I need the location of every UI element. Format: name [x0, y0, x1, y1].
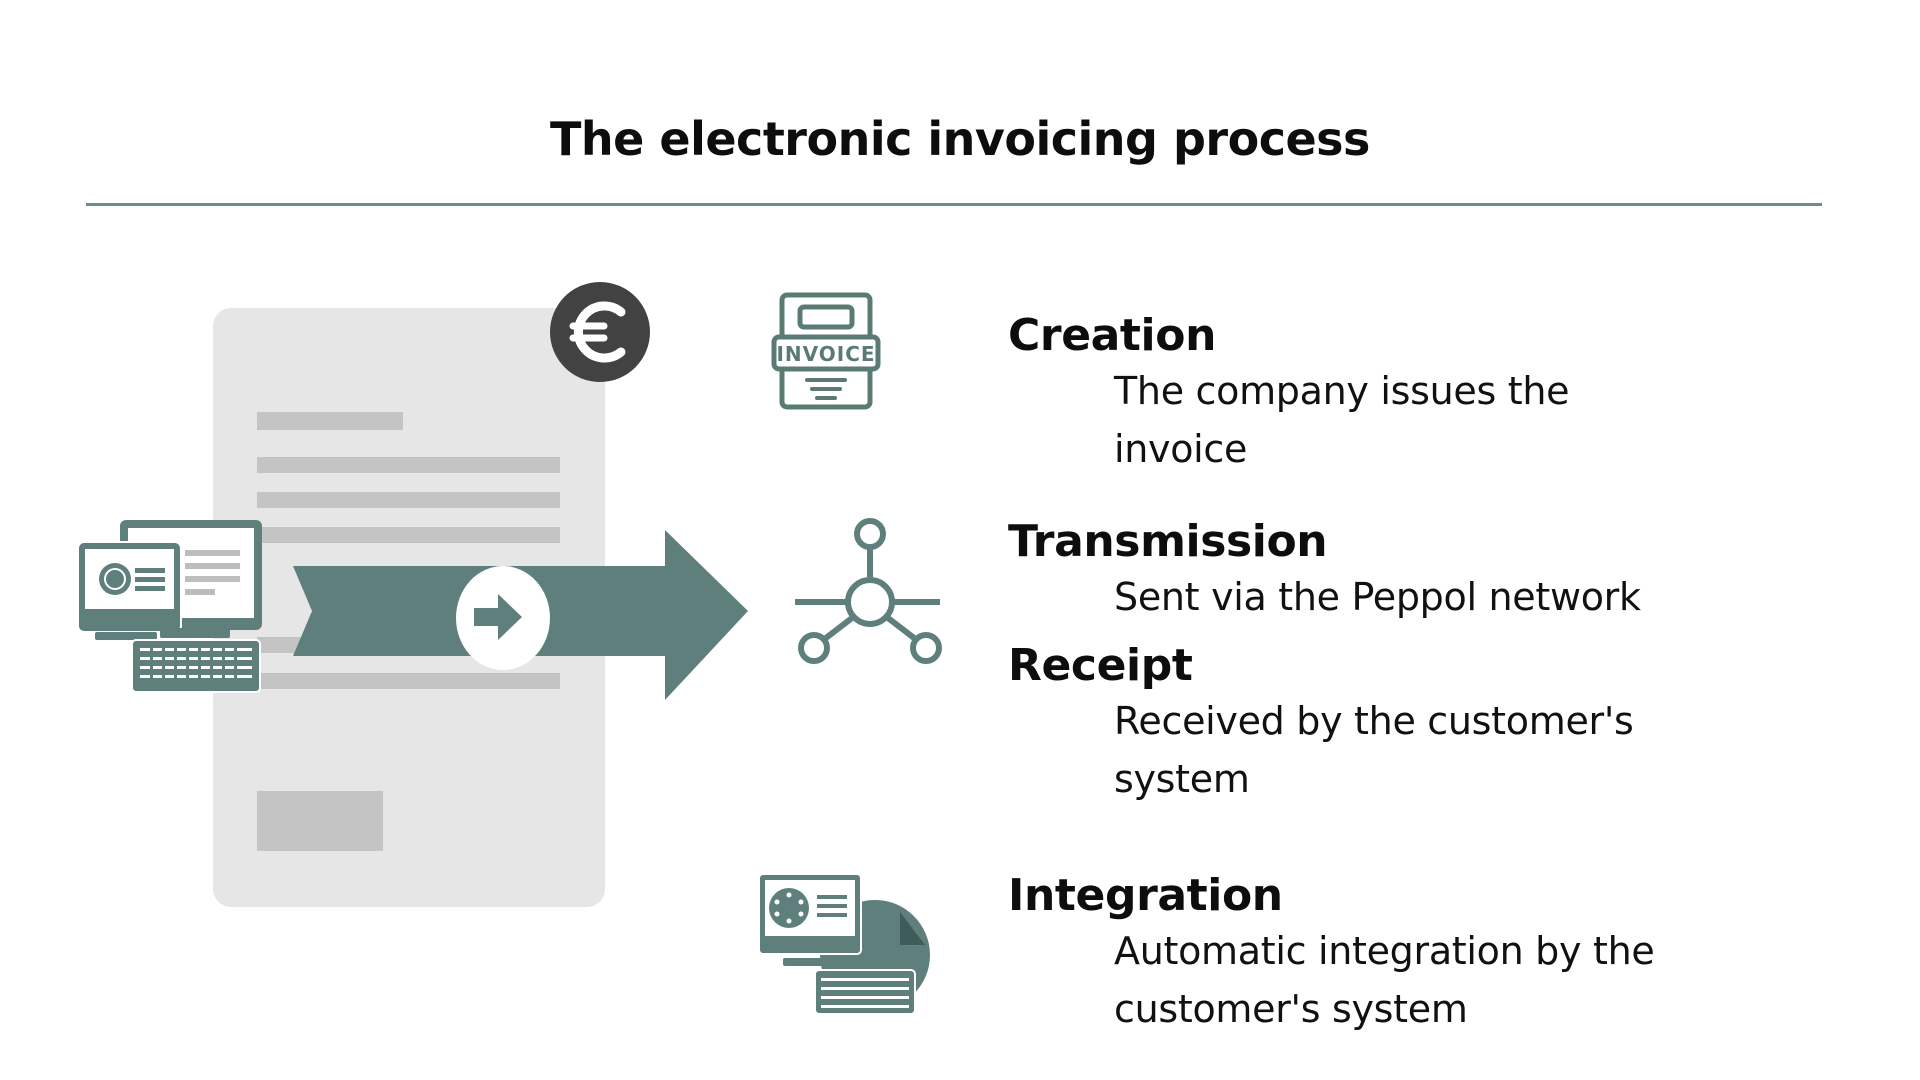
step-receipt: Receipt Received by the customer's syste…	[1008, 640, 1674, 808]
invoice-icon: INVOICE	[771, 292, 881, 410]
step-transmission: Transmission Sent via the Peppol network	[1008, 516, 1714, 626]
step-creation: Creation The company issues the invoice	[1008, 310, 1614, 478]
arrow-right-icon	[293, 530, 748, 700]
step-title: Integration	[1008, 870, 1283, 921]
network-icon	[795, 518, 942, 664]
step-title: Transmission	[1008, 516, 1328, 567]
page-title: The electronic invoicing process	[550, 112, 1370, 166]
computer-keyboard-icon	[77, 520, 262, 693]
title-divider	[86, 203, 1822, 206]
invoice-icon-label: INVOICE	[776, 342, 875, 366]
step-title: Receipt	[1008, 640, 1193, 691]
step-description: The company issues the invoice	[1114, 369, 1570, 471]
step-title: Creation	[1008, 310, 1216, 361]
step-description: Sent via the Peppol network	[1114, 575, 1641, 619]
step-integration: Integration Automatic integration by the…	[1008, 870, 1694, 1038]
step-description: Automatic integration by the customer's …	[1114, 929, 1655, 1031]
computer-integration-icon	[758, 873, 930, 1015]
step-description: Received by the customer's system	[1114, 699, 1634, 801]
euro-icon	[550, 282, 650, 382]
